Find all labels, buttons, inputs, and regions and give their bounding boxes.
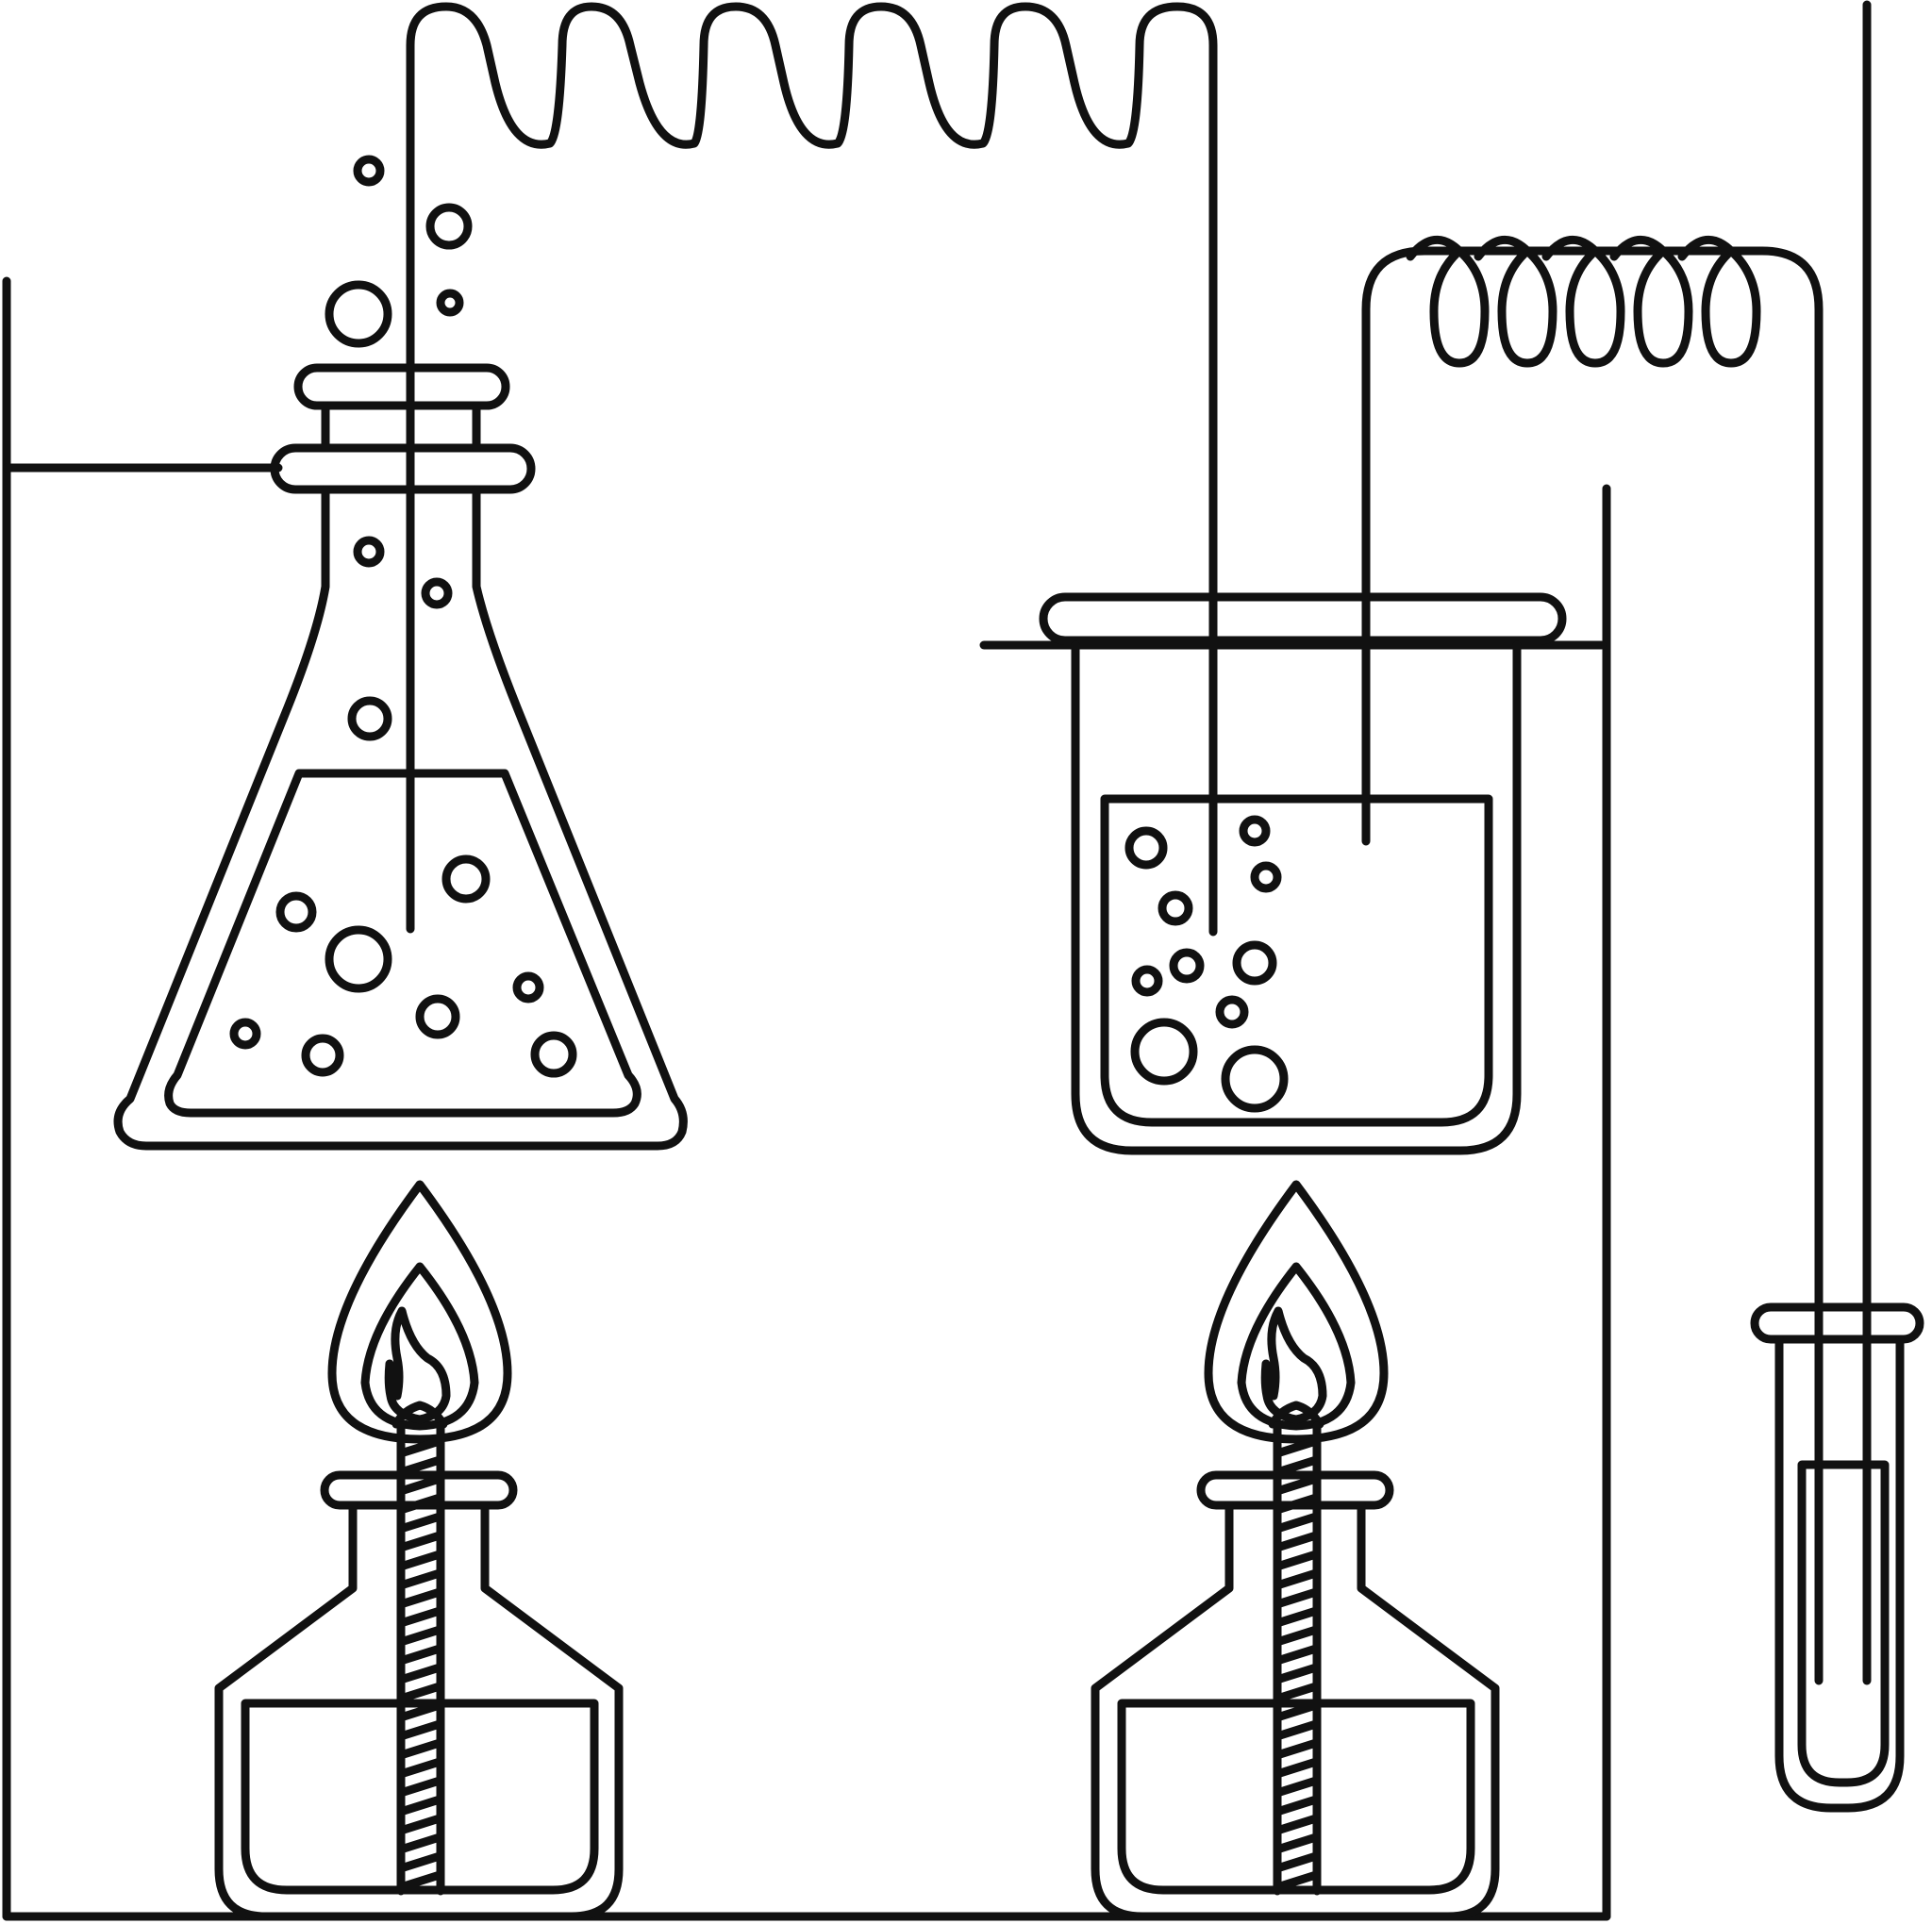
bubble	[415, 994, 460, 1039]
test-tube-outline	[1774, 1335, 1905, 1813]
burner-flame-inner	[1237, 1262, 1356, 1431]
coil-loop	[1406, 235, 1490, 368]
burner-body	[214, 1501, 624, 1921]
bubble	[301, 1034, 344, 1077]
beaker-liquid	[1100, 794, 1493, 1127]
bubble	[1239, 815, 1271, 847]
test-tube-liquid	[1797, 1460, 1890, 1787]
test-tube-rim	[1750, 1302, 1924, 1344]
bubble	[1232, 940, 1277, 986]
bubble	[353, 155, 385, 187]
burner-flame-inner	[360, 1262, 479, 1431]
bubble	[347, 696, 392, 741]
condenser-coil-tube	[1361, 246, 1824, 1685]
spirit-burner-right	[1091, 1180, 1500, 1921]
bubble	[425, 203, 473, 250]
burner-flame-outer	[327, 1180, 512, 1444]
bubble	[1221, 1045, 1289, 1113]
spirit-burner-left	[214, 1180, 624, 1921]
bubble	[325, 925, 392, 993]
flask-liquid	[164, 769, 641, 1118]
bubble	[1124, 826, 1168, 870]
erlenmeyer-flask	[113, 155, 688, 1151]
burner-fuel	[241, 1699, 599, 1895]
bubble	[512, 971, 544, 1003]
coil-loop	[1677, 235, 1761, 368]
bubble	[436, 289, 464, 317]
bubble	[353, 536, 385, 568]
burner-body	[1091, 1501, 1500, 1921]
flask-stopper-collar	[270, 443, 536, 494]
burner-wick	[396, 1421, 445, 1896]
bubble	[1158, 890, 1193, 926]
flask-bubbles	[229, 155, 577, 1078]
burner-wick-tip	[391, 1401, 448, 1429]
bubble	[441, 854, 491, 904]
bubble	[1169, 948, 1205, 984]
beaker-outline	[1071, 640, 1522, 1155]
bubble	[275, 891, 317, 933]
bubble	[421, 577, 453, 609]
coil-loop	[1474, 235, 1557, 368]
burner-wick-tip	[1268, 1401, 1324, 1429]
coiled-delivery-tube	[406, 2, 1218, 937]
burner-wick	[1273, 1421, 1322, 1896]
coil-loop	[1609, 235, 1693, 368]
test-tube	[1750, 0, 1924, 1813]
burner-flame-core	[384, 1306, 451, 1424]
burner-fuel	[1117, 1699, 1475, 1895]
burner-collar	[1196, 1470, 1394, 1510]
condenser-coil-loops	[1406, 235, 1761, 368]
flask-stopper-top	[293, 363, 510, 410]
coil-loop	[1541, 235, 1625, 368]
beaker-bubbles	[1124, 815, 1289, 1113]
beaker	[1039, 592, 1567, 1155]
bubble	[1131, 965, 1163, 997]
burner-collar	[320, 1470, 518, 1510]
burner-flame-core	[1260, 1306, 1327, 1424]
burner-flame-outer	[1204, 1180, 1389, 1444]
flask-outline	[113, 485, 688, 1151]
bubble	[325, 280, 392, 348]
bubble	[530, 1031, 577, 1078]
bubble	[1215, 995, 1249, 1029]
bubble	[229, 1018, 261, 1050]
bubble	[1130, 1018, 1198, 1086]
bubble	[1250, 861, 1282, 893]
beaker-rim	[1039, 592, 1567, 645]
